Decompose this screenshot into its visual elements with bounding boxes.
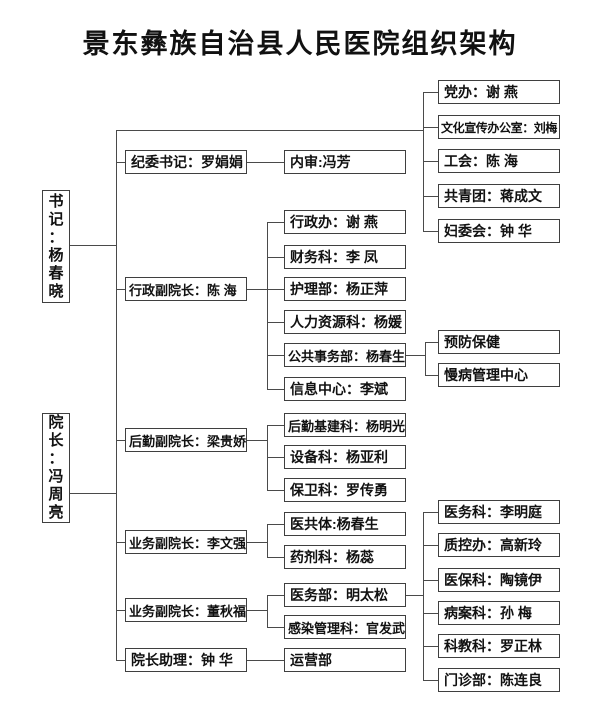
discipline-secretary-box: 纪委书记：罗娟娟 (125, 150, 247, 174)
medical-records-dept-box: 病案科：孙 梅 (438, 601, 560, 625)
president-label: 院长：冯周亮 (48, 414, 64, 521)
chart-title: 景东彝族自治县人民医院组织架构 (82, 29, 518, 59)
infection-control-box: 感染管理科：官发武 (284, 615, 406, 639)
secretary-box: 书记：杨春晓 (42, 190, 70, 303)
public-affairs-dept-box: 公共事务部：杨春生 (284, 343, 406, 367)
logistics-infrastructure-box: 后勤基建科：杨明光 (284, 413, 406, 437)
quality-control-office-box: 质控办：高新玲 (438, 533, 560, 557)
chronic-disease-center-box: 慢病管理中心 (438, 363, 560, 387)
medical-affairs-dept-box: 医务部：明太松 (284, 583, 406, 607)
labor-union-box: 工会：陈 海 (438, 149, 560, 173)
outpatient-dept-box: 门诊部：陈连良 (438, 668, 560, 692)
women-committee-box: 妇委会：钟 华 (438, 219, 560, 243)
president-box: 院长：冯周亮 (42, 413, 70, 523)
medical-community-box: 医共体:杨春生 (284, 512, 406, 536)
security-dept-box: 保卫科：罗传勇 (284, 478, 406, 502)
preventive-healthcare-box: 预防保健 (438, 330, 560, 354)
secretary-label: 书记：杨春晓 (48, 192, 64, 300)
party-office-box: 党办：谢 燕 (438, 80, 560, 104)
business-vice-president-dong-box: 业务副院长：董秋福 (125, 598, 247, 622)
medical-affairs-section-box: 医务科：李明庭 (438, 500, 560, 524)
hr-dept-box: 人力资源科：杨媛 (284, 310, 406, 334)
pharmacy-dept-box: 药剂科：杨蕊 (284, 545, 406, 569)
equipment-dept-box: 设备科：杨亚利 (284, 445, 406, 469)
nursing-dept-box: 护理部：杨正萍 (284, 277, 406, 301)
info-center-box: 信息中心：李斌 (284, 377, 406, 401)
logistics-vice-president-box: 后勤副院长：梁贵娇 (125, 428, 247, 452)
youth-league-box: 共青团：蒋成文 (438, 184, 560, 208)
admin-vice-president-box: 行政副院长：陈 海 (125, 277, 247, 301)
admin-office-box: 行政办：谢 燕 (284, 210, 406, 234)
operations-dept-box: 运营部 (284, 648, 406, 672)
business-vice-president-li-box: 业务副院长：李文强 (125, 530, 247, 554)
science-education-dept-box: 科教科：罗正林 (438, 634, 560, 658)
culture-publicity-office-box: 文化宣传办公室：刘梅 (438, 115, 560, 139)
president-assistant-box: 院长助理：钟 华 (125, 648, 247, 672)
medical-insurance-dept-box: 医保科：陶镜伊 (438, 568, 560, 592)
internal-audit-box: 内审:冯芳 (284, 150, 406, 174)
finance-dept-box: 财务科：李 凤 (284, 245, 406, 269)
